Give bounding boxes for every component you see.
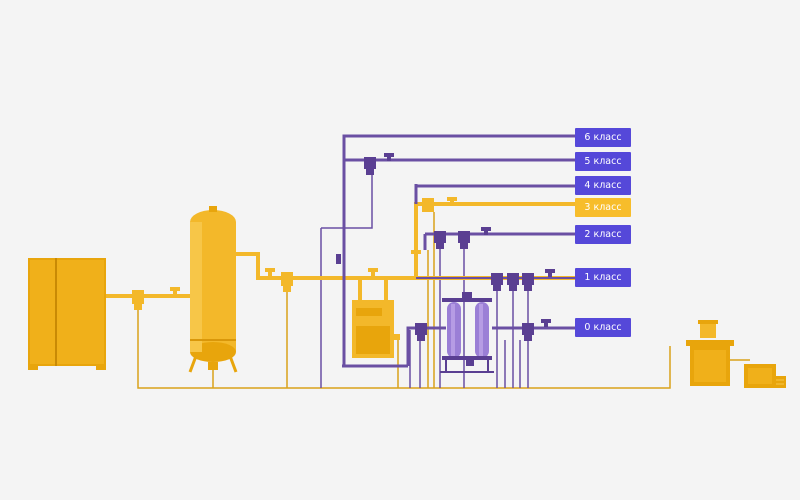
compressor-unit [28, 258, 106, 370]
p-valve-2 [481, 227, 491, 231]
class-label-4[interactable]: 4 класс [575, 176, 631, 195]
class-label-0[interactable]: 0 класс [575, 318, 631, 337]
filter-2 [281, 272, 293, 286]
class-label-2[interactable]: 2 класс [575, 225, 631, 244]
class-label-5[interactable]: 5 класс [575, 152, 631, 171]
p-valve-5 [384, 153, 394, 157]
filter-3 [422, 198, 434, 212]
p-filter-0b [522, 323, 534, 335]
class-label-3[interactable]: 3 класс [575, 198, 631, 217]
refrigerated-dryer [352, 300, 400, 358]
p-valve-0 [541, 319, 551, 323]
air-receiver-tank [188, 206, 238, 373]
purple-valves [336, 153, 555, 341]
filter-1 [132, 290, 144, 304]
p-filter-2b [458, 231, 470, 243]
class-label-6[interactable]: 6 класс [575, 128, 631, 147]
drain-line-dryer-out [321, 172, 373, 229]
yellow-main-pipe [106, 202, 575, 300]
p-filter-1c [522, 273, 534, 285]
p-valve-side [336, 254, 341, 264]
class-label-1[interactable]: 1 класс [575, 268, 631, 287]
adsorption-dryer [440, 292, 494, 373]
p-valve-1 [545, 269, 555, 273]
valve-5 [447, 197, 457, 201]
yellow-valves [132, 197, 457, 310]
valve-4 [411, 250, 421, 254]
valve-3 [368, 268, 378, 272]
p-filter-0a [415, 323, 427, 335]
valve-2 [265, 268, 275, 272]
p-filter-5 [364, 157, 376, 169]
condensate-separator [686, 320, 786, 388]
drain-line-main [137, 300, 671, 389]
p-filter-2a [434, 231, 446, 243]
valve-1 [170, 287, 180, 291]
p-filter-1a [491, 273, 503, 285]
p-filter-1b [507, 273, 519, 285]
